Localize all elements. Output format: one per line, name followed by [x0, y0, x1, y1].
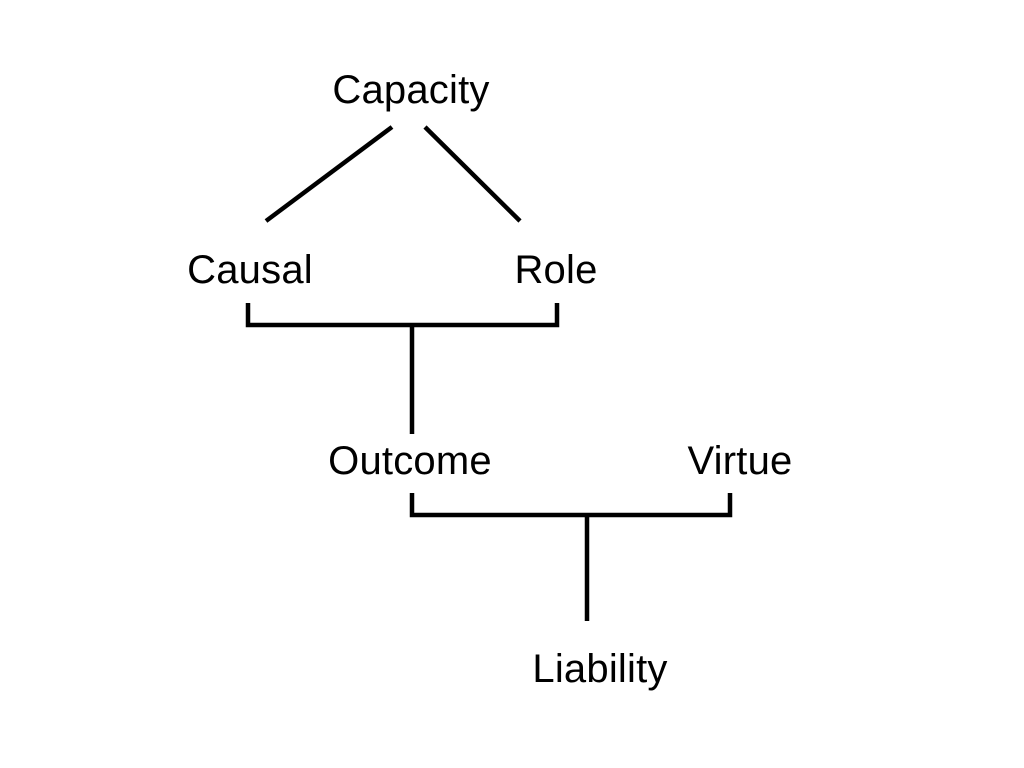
edge-capacity-to-role — [423, 125, 522, 223]
node-capacity: Capacity — [332, 68, 489, 112]
edge-bracket-causal-role — [245, 303, 560, 328]
edge-bracket-outcome-virtue — [409, 493, 733, 518]
edge-capacity-to-causal — [264, 125, 394, 223]
node-virtue: Virtue — [688, 439, 793, 483]
node-role: Role — [514, 248, 597, 292]
node-causal: Causal — [187, 248, 313, 292]
node-liability: Liability — [532, 647, 667, 691]
node-outcome: Outcome — [328, 439, 492, 483]
